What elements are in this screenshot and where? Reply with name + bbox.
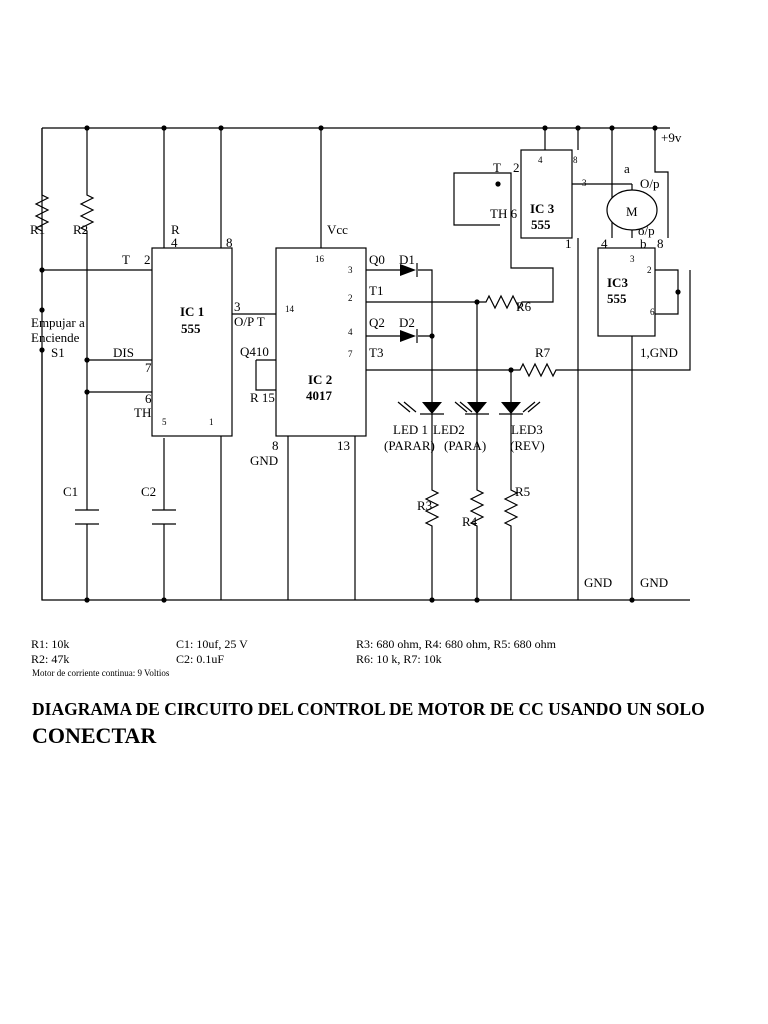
- ic2-type: 4017: [306, 388, 333, 403]
- ic3a-box: [520, 149, 573, 239]
- s1-label: S1: [51, 345, 65, 360]
- legend-r67: R6: 10 k, R7: 10k: [356, 652, 442, 666]
- wires: [34, 127, 691, 601]
- ic1-box: [151, 247, 233, 437]
- d1-label: D1: [399, 252, 415, 267]
- ic2-pin3: 3: [348, 265, 353, 275]
- ic3a-pin1: 1: [565, 236, 572, 251]
- r3-label: R3: [417, 498, 432, 513]
- d2-label: D2: [399, 315, 415, 330]
- motor-note: Motor de corriente continua: 9 Voltios: [32, 668, 170, 678]
- op-label: O/p: [640, 176, 660, 191]
- legend-r1: R1: 10k: [31, 637, 70, 651]
- r2-label: R2: [73, 222, 88, 237]
- motor-symbol: [606, 189, 658, 231]
- ic3a-pin8: 8: [573, 155, 578, 165]
- ic2-pin4: 4: [348, 327, 353, 337]
- legend-col-2: C1: 10uf, 25 V C2: 0.1uF: [176, 637, 248, 667]
- c1-label: C1: [63, 484, 78, 499]
- op-t-label: O/P T: [234, 314, 265, 329]
- ic2-pin14: 14: [285, 304, 295, 314]
- th-label: TH: [134, 405, 151, 420]
- ic1-r-label: R: [171, 222, 180, 237]
- r1-label: R1: [30, 222, 45, 237]
- diagram-title-line2: CONECTAR: [32, 723, 157, 748]
- legend-c2: C2: 0.1uF: [176, 652, 225, 666]
- plus9v-label: +9v: [661, 130, 682, 145]
- ic3b-type: 555: [607, 291, 627, 306]
- ic3a-type: 555: [531, 217, 551, 232]
- q0-label: Q0: [369, 252, 385, 267]
- legend-r345: R3: 680 ohm, R4: 680 ohm, R5: 680 ohm: [356, 637, 557, 651]
- ic3a-pin4: 4: [538, 155, 543, 165]
- ic3b-pin8: 8: [657, 236, 664, 251]
- ic1-pin8: 8: [226, 235, 233, 250]
- r15-label: R 15: [250, 390, 275, 405]
- op-low-label: o/p: [638, 223, 655, 238]
- legend-c1: C1: 10uf, 25 V: [176, 637, 248, 651]
- ic1-pin4: 4: [171, 235, 178, 250]
- ic1-pin1: 1: [209, 417, 214, 427]
- diagram-title-line1: DIAGRAMA DE CIRCUITO DEL CONTROL DE MOTO…: [32, 699, 705, 719]
- ic1-pin2: 2: [144, 252, 151, 267]
- ic1-t-label: T: [122, 252, 130, 267]
- circuit-diagram: IC 1 555 IC 2 4017 IC 3 555 IC3 555 M R1…: [30, 125, 691, 603]
- gnd-label-1: GND: [584, 575, 612, 590]
- ic2-pin16: 16: [315, 254, 325, 264]
- ic1-pin3: 3: [234, 299, 241, 314]
- para-label: (PARA): [444, 438, 486, 453]
- one-gnd-label: 1,GND: [640, 345, 678, 360]
- junction-dots: [39, 125, 681, 603]
- ic3a-pin2: 2: [513, 160, 520, 175]
- ic3b-pin2: 2: [647, 265, 652, 275]
- ic3a-t-label: T: [493, 160, 501, 175]
- led2-label: LED2: [433, 422, 465, 437]
- r4-label: R4: [462, 514, 478, 529]
- ic3a-pin3: 3: [582, 178, 587, 188]
- ic3a-name: IC 3: [530, 201, 555, 216]
- q410-label: Q410: [240, 344, 269, 359]
- gnd-label-2: GND: [640, 575, 668, 590]
- ic3b-pin3: 3: [630, 254, 635, 264]
- led1-label: LED 1: [393, 422, 428, 437]
- gnd-label-ic2: GND: [250, 453, 278, 468]
- ic3b-pin6: 6: [650, 307, 655, 317]
- ic3b-pin4: 4: [601, 236, 608, 251]
- ic2-pin7: 7: [348, 349, 353, 359]
- t3-label: T3: [369, 345, 383, 360]
- legend-col-3: R3: 680 ohm, R4: 680 ohm, R5: 680 ohm R6…: [356, 637, 556, 667]
- switch-label-1: Empujar a: [31, 315, 85, 330]
- ic3b-box: [597, 247, 656, 337]
- rev-label: (REV): [510, 438, 545, 453]
- ic1-pin6: 6: [145, 391, 152, 406]
- switch-label-2: Enciende: [31, 330, 80, 345]
- r6-label: R6: [516, 299, 532, 314]
- b-label: b: [640, 236, 647, 251]
- ic2-pin13: 13: [337, 438, 350, 453]
- ic2-name: IC 2: [308, 372, 332, 387]
- legend-col-1: R1: 10k R2: 47k: [31, 637, 69, 667]
- ic1-pin7: 7: [145, 360, 152, 375]
- led3-label: LED3: [511, 422, 543, 437]
- c2-label: C2: [141, 484, 156, 499]
- r5-label: R5: [515, 484, 530, 499]
- t1-label: T1: [369, 283, 383, 298]
- legend-r2: R2: 47k: [31, 652, 70, 666]
- r7-label: R7: [535, 345, 551, 360]
- vcc-label: Vcc: [327, 222, 348, 237]
- ic1-name: IC 1: [180, 304, 204, 319]
- ic2-box: [275, 247, 367, 437]
- th6-label: TH 6: [490, 206, 518, 221]
- ic1-pin5: 5: [162, 417, 167, 427]
- ic1-type: 555: [181, 321, 201, 336]
- ic2-pin8: 8: [272, 438, 279, 453]
- ic3b-name: IC3: [607, 275, 628, 290]
- a-label: a: [624, 161, 630, 176]
- ic2-pin2: 2: [348, 293, 353, 303]
- motor-label: M: [626, 204, 638, 219]
- parar-label: (PARAR): [384, 438, 435, 453]
- dis-label: DIS: [113, 345, 134, 360]
- q2-label: Q2: [369, 315, 385, 330]
